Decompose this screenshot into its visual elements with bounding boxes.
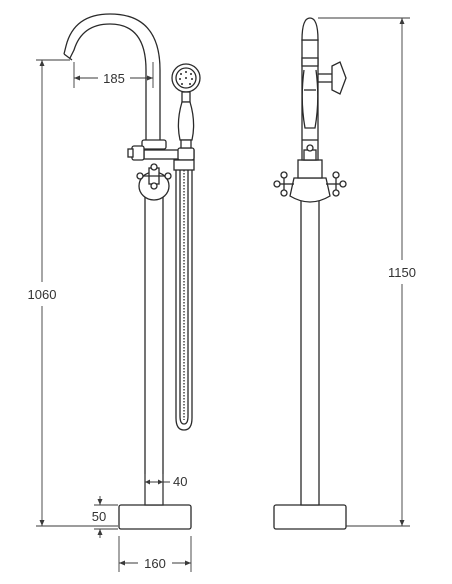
dim-base-height: 50: [92, 496, 118, 538]
front-diverter-knob: [131, 145, 145, 161]
side-column: [300, 199, 320, 506]
label-column-diameter: 40: [173, 474, 187, 489]
side-base-plate: [273, 504, 347, 530]
side-left-cross-handle: [273, 171, 294, 197]
front-column: [144, 189, 164, 506]
front-base-plate: [118, 504, 192, 530]
label-height-to-spout: 1060: [28, 287, 57, 302]
label-base-height: 50: [92, 509, 106, 524]
front-cross-handle: [136, 163, 172, 190]
front-spout: [69, 23, 147, 148]
front-hand-shower-handle: [177, 101, 195, 141]
side-cradle-bracket: [318, 61, 347, 95]
side-mixer-body: [289, 177, 331, 203]
dim-spout-reach: 185: [73, 62, 154, 88]
front-hose: [173, 159, 195, 431]
dim-column-diameter: 40: [144, 474, 187, 505]
dim-total-height: 1150: [318, 17, 416, 527]
side-top-handle: [303, 144, 317, 161]
dim-height-to-spout: 1060: [28, 59, 118, 527]
label-base-width: 160: [144, 556, 166, 571]
label-spout-reach: 185: [103, 71, 125, 86]
label-total-height: 1150: [388, 265, 416, 280]
side-right-cross-handle: [326, 171, 347, 197]
front-view: [63, 13, 201, 530]
dim-base-width: 160: [118, 536, 192, 572]
side-view: [273, 17, 347, 530]
